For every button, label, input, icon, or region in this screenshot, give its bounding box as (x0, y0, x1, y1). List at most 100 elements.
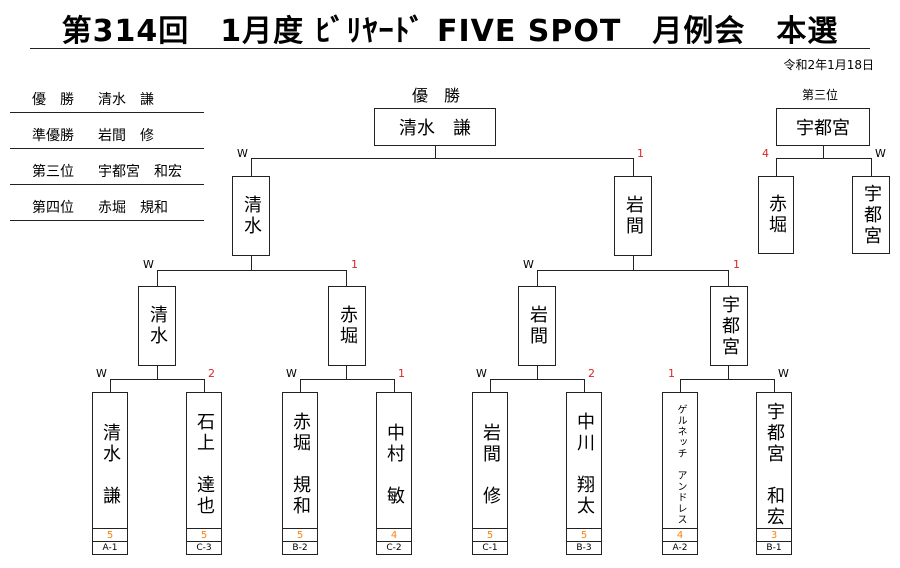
player-name: 赤堀 規和 (290, 412, 311, 517)
bracket-line (110, 379, 205, 380)
result-rank: 優 勝 (32, 92, 74, 108)
result-name: 清水 謙 (98, 92, 154, 108)
bracket-line (251, 158, 634, 159)
bracket-line (157, 366, 158, 379)
bracket-line (680, 379, 681, 392)
bracket-line (776, 158, 872, 159)
player-seed-code: A-1 (93, 541, 127, 554)
bracket-line (537, 270, 729, 271)
champion-box: 清水 謙 (374, 108, 496, 146)
event-date: 令和2年1月18日 (783, 58, 874, 72)
result-row-first: 優 勝 清水 謙 (10, 84, 204, 113)
result-row-fourth: 第四位 赤堀 規和 (10, 192, 204, 221)
player-score: 4 (377, 528, 411, 542)
quarterfinal-name: 清水 (147, 305, 168, 347)
player-seed-code: A-2 (663, 541, 697, 554)
player-card: 岩間 修 5 C-1 (472, 392, 508, 555)
player-score: 4 (663, 528, 697, 542)
third-place-caption: 第三位 (802, 88, 839, 102)
bracket-line (490, 379, 585, 380)
player-score: 5 (283, 528, 317, 542)
bracket-line (435, 146, 436, 158)
bracket-line (633, 158, 634, 176)
player-seed-code: C-2 (377, 541, 411, 554)
page-title: 第314回 1月度 ﾋﾞﾘﾔｰﾄﾞ FIVE SPOT 月例会 本選 (61, 14, 839, 49)
bracket-line (346, 366, 347, 379)
player-seed-code: B-2 (283, 541, 317, 554)
bracket-line (728, 366, 729, 379)
bracket-line (346, 270, 347, 286)
player-card: 宇都宮 和宏 3 B-1 (756, 392, 792, 555)
bracket-line (110, 379, 111, 392)
bracket-line (251, 256, 252, 270)
player-card: 清水 謙 5 A-1 (92, 392, 128, 555)
bracket-line (300, 379, 301, 392)
player-name: 岩間 修 (480, 422, 501, 507)
player-seed-code: B-3 (567, 541, 601, 554)
player-score: 5 (93, 528, 127, 542)
match-mark: 1 (398, 367, 405, 380)
match-mark: W (875, 147, 886, 160)
player-card: 赤堀 規和 5 B-2 (282, 392, 318, 555)
semifinal-left-name: 清水 (241, 195, 262, 237)
semifinal-left-box: 清水 (232, 176, 270, 256)
bracket-line (490, 379, 491, 392)
result-rank: 第三位 (32, 164, 74, 180)
champion-caption: 優 勝 (412, 86, 461, 105)
bracket-line (204, 379, 205, 392)
player-name: 石上 達也 (194, 412, 215, 517)
bracket-line (823, 146, 824, 158)
title-underline (30, 48, 870, 49)
bracket-line (251, 158, 252, 176)
third-match-box-left: 赤堀 (758, 176, 794, 254)
match-mark: W (778, 367, 789, 380)
match-mark: 1 (733, 258, 740, 271)
third-match-name: 赤堀 (766, 194, 787, 236)
third-place-box: 宇都宮 (776, 108, 870, 146)
player-seed-code: B-1 (757, 541, 791, 554)
bracket-line (157, 270, 347, 271)
player-seed-code: C-1 (473, 541, 507, 554)
player-card: 中村 敏 4 C-2 (376, 392, 412, 555)
player-name: 清水 謙 (100, 422, 121, 507)
match-mark: W (237, 147, 248, 160)
quarterfinal-name: 岩間 (527, 305, 548, 347)
match-mark: 4 (762, 147, 769, 160)
bracket-line (300, 379, 395, 380)
player-name: 宇都宮 和宏 (764, 401, 785, 528)
player-card: ゲルネッチ アンドレス 4 A-2 (662, 392, 698, 555)
bracket-line (394, 379, 395, 392)
match-mark: W (476, 367, 487, 380)
quarterfinal-box-2: 赤堀 (328, 286, 366, 366)
quarterfinal-box-1: 清水 (138, 286, 176, 366)
match-mark: 1 (351, 258, 358, 271)
quarterfinal-name: 赤堀 (337, 305, 358, 347)
quarterfinal-box-4: 宇都宮 (710, 286, 748, 366)
bracket-line (871, 158, 872, 176)
result-rank: 第四位 (32, 200, 74, 216)
match-mark: 2 (588, 367, 595, 380)
player-name: ゲルネッチ アンドレス (675, 404, 686, 525)
bracket-line (537, 366, 538, 379)
bracket-line (728, 270, 729, 286)
semifinal-right-name: 岩間 (623, 195, 644, 237)
result-row-second: 準優勝 岩間 修 (10, 120, 204, 149)
result-rank: 準優勝 (32, 128, 74, 144)
match-mark: W (286, 367, 297, 380)
player-score: 5 (567, 528, 601, 542)
player-score: 3 (757, 528, 791, 542)
quarterfinal-name: 宇都宮 (719, 294, 740, 358)
quarterfinal-box-3: 岩間 (518, 286, 556, 366)
bracket-line (633, 256, 634, 270)
match-mark: W (523, 258, 534, 271)
player-card: 中川 翔太 5 B-3 (566, 392, 602, 555)
third-match-name: 宇都宮 (861, 183, 882, 247)
player-card: 石上 達也 5 C-3 (186, 392, 222, 555)
match-mark: W (96, 367, 107, 380)
player-score: 5 (473, 528, 507, 542)
player-name: 中川 翔太 (574, 412, 595, 517)
result-name: 赤堀 規和 (98, 200, 168, 216)
bracket-line (584, 379, 585, 392)
result-name: 宇都宮 和宏 (98, 164, 182, 180)
bracket-line (776, 158, 777, 176)
